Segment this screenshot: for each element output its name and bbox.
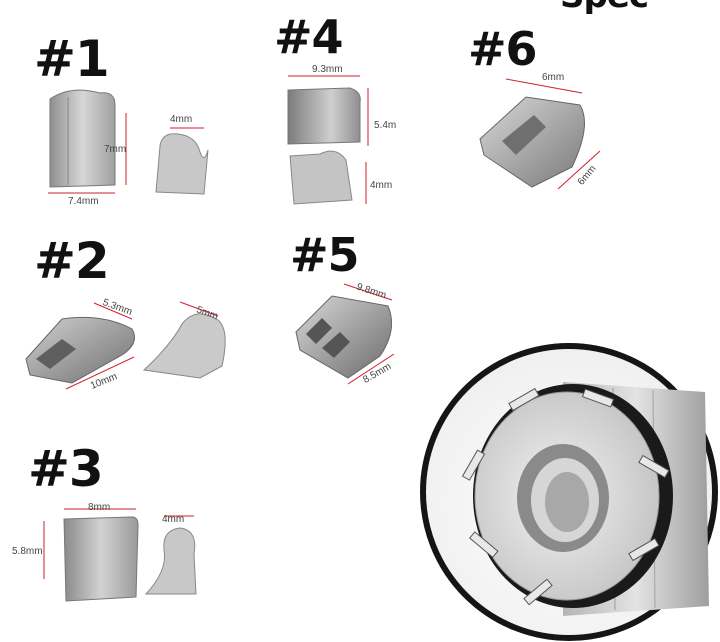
- part-6-dim-width: 6mm: [542, 72, 565, 83]
- part-label-1: #1: [34, 30, 110, 88]
- part-4-dim-width: 9.3mm: [312, 64, 343, 75]
- freehub-inset-image: [420, 343, 718, 641]
- part-4-dim-height: 5.4m: [374, 120, 397, 131]
- part-2-block: [25, 302, 135, 390]
- part-1-spring: [155, 127, 209, 195]
- part-4-dim-spring: 4mm: [370, 180, 393, 191]
- part-3-block: [43, 508, 139, 602]
- part-5-block: [295, 283, 395, 385]
- part-3-spring: [144, 515, 197, 595]
- part-label-4: #4: [274, 10, 344, 64]
- header-title-fragment: Spec: [560, 0, 649, 16]
- part-label-2: #2: [34, 232, 110, 290]
- part-label-6: #6: [468, 22, 538, 76]
- part-label-3: #3: [28, 440, 104, 498]
- part-label-5: #5: [290, 228, 360, 282]
- part-3-dim-spring: 4mm: [162, 514, 185, 525]
- part-4-block: [287, 75, 369, 205]
- part-3-dim-height: 5.8mm: [12, 546, 43, 557]
- part-1-dim-height: 7mm: [104, 144, 127, 155]
- part-6-block: [479, 78, 601, 190]
- part-3-dim-width: 8mm: [88, 502, 111, 513]
- part-1-dim-spring: 4mm: [170, 114, 193, 125]
- part-1-dim-width: 7.4mm: [68, 196, 99, 207]
- part-1-block: [48, 89, 127, 194]
- part-2-spring: [142, 301, 226, 379]
